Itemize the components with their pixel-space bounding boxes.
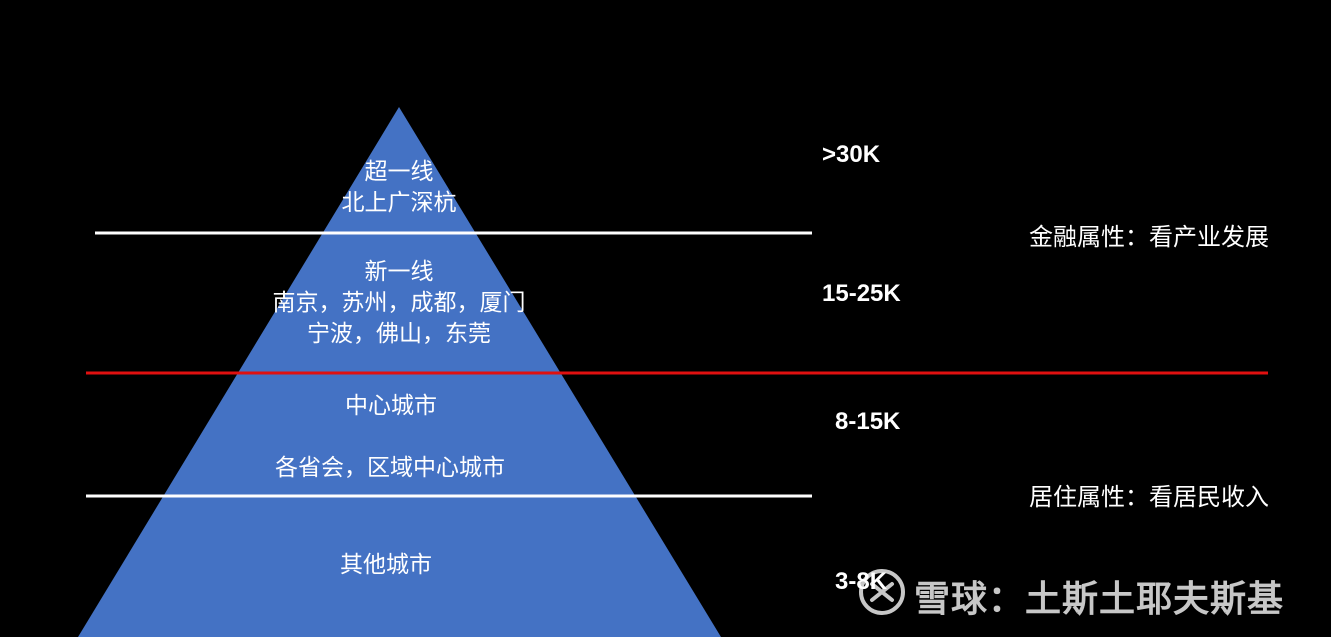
tier-2-title: 新一线 [364, 259, 434, 285]
attribute-residence: 居住属性：看居民收入 [1029, 483, 1269, 511]
tier-1-cities: 北上广深杭 [341, 190, 457, 216]
tier-4-title: 其他城市 [340, 552, 432, 578]
tier-2-label: 新一线 南京，苏州，成都，厦门 宁波，佛山，东莞 [199, 257, 599, 350]
salary-tier-3: 8-15K [835, 408, 901, 435]
tier-1-label: 超一线 北上广深杭 [249, 157, 549, 219]
watermark-text: 雪球：土斯土耶夫斯基 [914, 579, 1285, 620]
attribute-finance: 金融属性：看产业发展 [1029, 223, 1269, 251]
tier-3-title: 中心城市 [345, 393, 437, 419]
tier-1-title: 超一线 [364, 159, 434, 185]
tier-2-cities-line-1: 南京，苏州，成都，厦门 [272, 290, 526, 316]
tier-3-cities: 各省会，区域中心城市 [275, 455, 505, 481]
xueqiu-logo-icon [858, 568, 906, 616]
salary-tier-1: >30K [822, 141, 881, 168]
salary-tier-2: 15-25K [822, 280, 901, 307]
tier-2-cities-line-2: 宁波，佛山，东莞 [307, 321, 491, 347]
